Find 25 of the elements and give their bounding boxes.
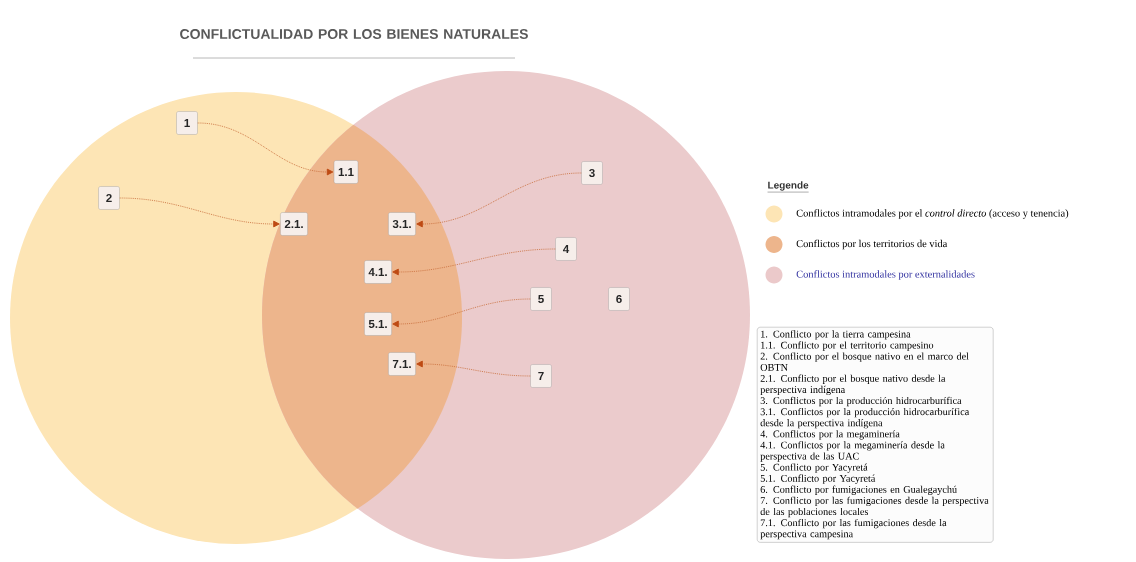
- legend-heading: Legende: [767, 181, 809, 193]
- number-box: 3: [581, 161, 603, 185]
- title: CONFLICTUALIDAD POR LOS BIENES NATURALES: [180, 29, 528, 39]
- legend-text: Conflictos intramodales por externalidades: [796, 270, 975, 280]
- number-box: 2: [98, 186, 120, 210]
- arrow: [392, 298, 531, 328]
- legend-text: Conflictos por los territorios de vida: [796, 239, 948, 250]
- number-box: 1: [176, 111, 198, 135]
- arrow: [197, 122, 334, 176]
- number-box: 1.1: [333, 160, 359, 184]
- number-box: 4: [555, 237, 577, 261]
- text-panel: 1. Conflicto por la tierra campesina 1.1. Conflicto por el territorio campesino 2. Conflicto por el bosque nativo en el marco del OBTN 2.1. Conflicto por el bosque nativo desde la perspectiva indígena 3. Conflictos por la producción hidrocarburífica 3.1. Conflictos por la producción hidrocarburífica desde la perspectiva indígena 4. Conflictos por la megaminería 4.1. Conflictos por la megaminería desde la perspectiva de las UAC 5. Conflicto por Yacyretá 5.1. Conflicto por Yacyretá 6. Conflicto por fumigaciones en Gualegaychú 7. Conflicto por las fumigaciones desde la perspectiva de las poblaciones locales 7.1. Conflicto por las fumigaciones desde la perspectiva campesina: [757, 327, 994, 543]
- number-box: 5: [530, 287, 552, 311]
- number-box: 4.1.: [364, 260, 392, 284]
- arrow: [416, 360, 531, 377]
- arrow: [119, 197, 280, 228]
- legend-text: Conflictos intramodales por el control directo (acceso y tenencia): [796, 209, 1069, 219]
- number-box: 3.1.: [388, 212, 416, 236]
- number-box: 7: [530, 364, 552, 388]
- number-box: 6: [608, 287, 630, 311]
- arrow: [416, 172, 582, 228]
- number-box: 5.1.: [364, 312, 392, 336]
- number-box: 2.1.: [280, 212, 308, 236]
- number-box: 7.1.: [388, 352, 416, 376]
- arrow: [392, 248, 556, 276]
